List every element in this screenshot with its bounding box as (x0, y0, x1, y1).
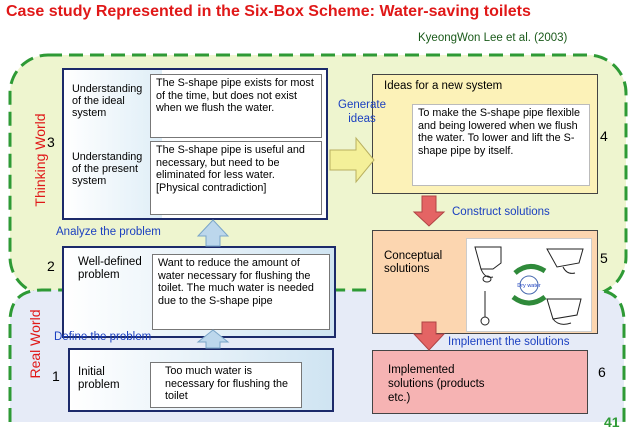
well-defined-problem-text: Want to reduce the amount of water neces… (152, 254, 330, 330)
analyze-problem-label: Analyze the problem (56, 226, 161, 238)
construct-solutions-label: Construct solutions (452, 206, 550, 218)
page-number: 41 (604, 414, 620, 430)
arrow-construct-solutions (412, 195, 446, 227)
ideal-system-label: Understanding of the ideal system (72, 83, 143, 119)
toilet-sketch-right (546, 248, 584, 274)
recycle-arrows (511, 264, 547, 306)
generate-ideas-label: Generate ideas (338, 99, 386, 125)
initial-problem-text: Too much water is necessary for flushing… (150, 362, 302, 408)
box-number-2: 2 (47, 258, 55, 274)
implemented-solutions-label: Implemented solutions (products etc.) (388, 364, 485, 404)
present-system-label: Understanding of the present system (72, 151, 143, 187)
dry-water-badge-text: Dry water (517, 283, 541, 289)
box-number-3: 3 (47, 134, 55, 150)
toilet-sketch-bottom-left (480, 291, 490, 326)
box-number-6: 6 (598, 364, 606, 380)
toilet-sketch-left (474, 246, 502, 283)
arrow-define-problem (196, 329, 230, 349)
box-number-5: 5 (600, 250, 608, 266)
page-title: Case study Represented in the Six-Box Sc… (6, 3, 531, 20)
toilet-concept-illustration: Dry water (466, 238, 592, 332)
arrow-generate-ideas (329, 136, 375, 184)
define-problem-label: Define the problem (54, 331, 152, 343)
ideas-text: To make the S-shape pipe flexible and be… (412, 104, 590, 186)
conceptual-solutions-label: Conceptual solutions (384, 250, 443, 275)
ideal-system-text: The S-shape pipe exists for most of the … (150, 74, 322, 138)
toilet-sketches: Dry water (474, 246, 584, 326)
author-citation: KyeongWon Lee et al. (2003) (418, 32, 568, 44)
box-number-4: 4 (600, 128, 608, 144)
implement-solutions-label: Implement the solutions (448, 336, 570, 348)
ideas-label: Ideas for a new system (384, 80, 503, 92)
box-number-1: 1 (52, 368, 60, 384)
box-6-implemented-solutions (372, 350, 588, 414)
toilet-sketch-bottom-right (546, 298, 582, 325)
present-system-text: The S-shape pipe is useful and necessary… (150, 141, 322, 215)
arrow-implement-solutions (412, 321, 446, 351)
box-3-left-panel (64, 70, 162, 218)
dry-water-badge (519, 275, 539, 295)
initial-problem-label: Initial problem (78, 366, 120, 391)
arrow-analyze-problem (196, 219, 230, 247)
well-defined-problem-label: Well-defined problem (78, 256, 142, 281)
